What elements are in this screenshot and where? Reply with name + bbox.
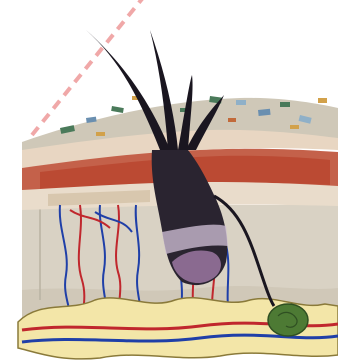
sebaceous-gland — [268, 304, 308, 336]
